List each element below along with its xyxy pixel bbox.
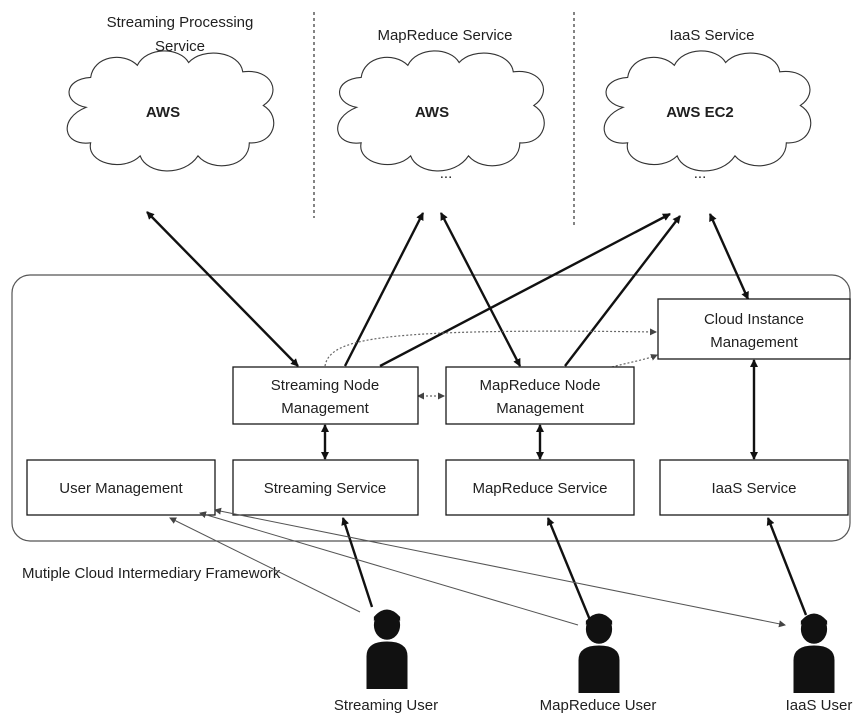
arrow-streaming-to-mapreduce-cloud	[343, 212, 425, 367]
mapreduce-user-icon	[578, 613, 620, 693]
streaming-user-icon	[366, 609, 408, 689]
mapreduce-node-label-line2: Management	[496, 400, 584, 417]
user-management-box	[26, 459, 216, 516]
cloud-label: AWS EC2	[666, 104, 734, 121]
streaming-service-box	[232, 459, 419, 516]
streaming-node-management-box	[232, 366, 419, 425]
iaas-service-header: IaaS Service	[669, 27, 754, 44]
cloud-ellipsis: ...	[694, 165, 707, 182]
dotted-mapreduce-to-cloud-instance	[607, 354, 658, 369]
dotted-streaming-to-cloud-instance	[324, 328, 657, 367]
cloud-instance-label-line2: Management	[710, 334, 798, 351]
mapreduce-node-label: MapReduce Node	[480, 377, 601, 394]
mapreduce-user-label: MapReduce User	[540, 697, 657, 714]
arrow-iaas-user-service	[766, 517, 808, 616]
cloud-aws-mapreduce: AWS	[337, 50, 545, 172]
streaming-processing-header: Streaming Processing	[107, 14, 254, 31]
streaming-service-label: Streaming Service	[264, 480, 387, 497]
cloud-label: AWS	[146, 104, 180, 121]
mapreduce-service-box	[445, 459, 635, 516]
cloud-ellipsis: ...	[440, 165, 453, 182]
iaas-service-box	[659, 459, 849, 516]
streaming-node-label-line2: Management	[281, 400, 369, 417]
streaming-user-label: Streaming User	[334, 697, 438, 714]
arrow-streaming-to-ec2	[379, 212, 671, 368]
arrow-mapreduce-cloud	[439, 212, 522, 367]
cloud-aws-streaming: AWS	[66, 50, 275, 172]
streaming-node-label: Streaming Node	[271, 377, 379, 394]
cloud-aws-ec2: AWS EC2	[603, 50, 812, 172]
mapreduce-service-label: MapReduce Service	[472, 480, 607, 497]
cloud-label: AWS	[415, 104, 449, 121]
line-iaas-user-management	[214, 507, 786, 628]
arrow-streaming-cloud	[146, 211, 299, 367]
cloud-instance-label: Cloud Instance	[704, 311, 804, 328]
iaas-user-icon	[793, 613, 835, 693]
cloud-instance-management-box	[657, 298, 851, 360]
user-management-label: User Management	[59, 480, 183, 497]
arrow-mapreduce-to-ec2	[564, 215, 681, 367]
iaas-service-label: IaaS Service	[711, 480, 796, 497]
framework-label: Mutiple Cloud Intermediary Framework	[22, 565, 281, 582]
arrow-ec2-cloud-instance	[708, 213, 750, 300]
mapreduce-service-header: MapReduce Service	[377, 27, 512, 44]
iaas-user-label: IaaS User	[786, 697, 853, 714]
arrow-mapreduce-user-service	[546, 517, 592, 621]
